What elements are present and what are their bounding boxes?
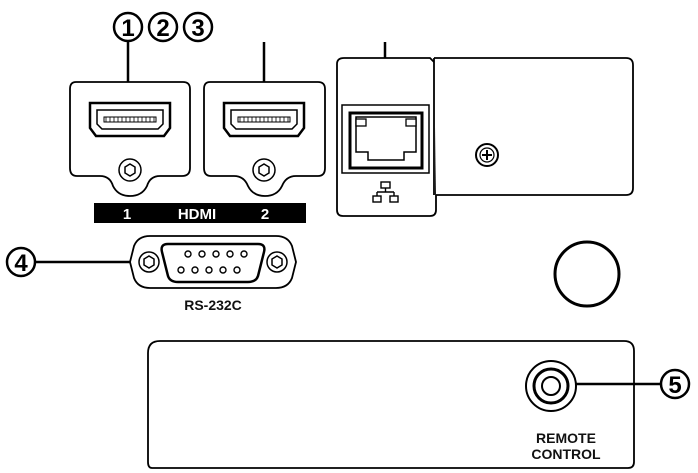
hdmi-port-1: [69, 81, 191, 197]
hdmi-port-2: [203, 81, 326, 197]
callout-5: 5: [659, 368, 691, 400]
callout-5-label: 5: [668, 372, 681, 399]
remote-panel: REMOTE CONTROL: [147, 340, 635, 469]
callout-1-label: 1: [121, 15, 134, 42]
callout-2: 2: [147, 11, 179, 43]
screw-icon: [266, 251, 288, 273]
screw-icon: [138, 251, 160, 273]
callout-2-label: 2: [156, 15, 169, 42]
lan-port-icon: [341, 104, 430, 174]
side-cover-panel: [433, 57, 634, 196]
round-hole-icon: [553, 240, 621, 308]
hdmi-port-icon: [88, 101, 172, 138]
screw-icon: [475, 143, 499, 167]
callout-3-label: 3: [191, 15, 204, 42]
lan-module: [336, 57, 437, 217]
screw-icon: [252, 158, 276, 182]
screw-icon: [118, 158, 142, 182]
db9-connector-icon: [129, 235, 297, 289]
remote-label-line1: REMOTE: [536, 430, 596, 446]
hdmi-label-bar: 1 HDMI 2: [94, 203, 306, 223]
serial-port-label: RS-232C: [184, 297, 242, 313]
callout-4: 4: [5, 246, 37, 278]
hdmi-port-2-label: 2: [261, 206, 269, 223]
remote-jack-icon: [525, 360, 577, 412]
hdmi-port-icon: [222, 101, 306, 138]
network-icon: [372, 181, 399, 203]
callout-4-label: 4: [14, 250, 28, 277]
remote-label-line2: CONTROL: [531, 446, 601, 462]
callout-3: 3: [182, 11, 214, 43]
hdmi-port-1-label: 1: [123, 206, 131, 223]
callout-1: 1: [112, 11, 144, 43]
hdmi-title: HDMI: [178, 206, 216, 223]
